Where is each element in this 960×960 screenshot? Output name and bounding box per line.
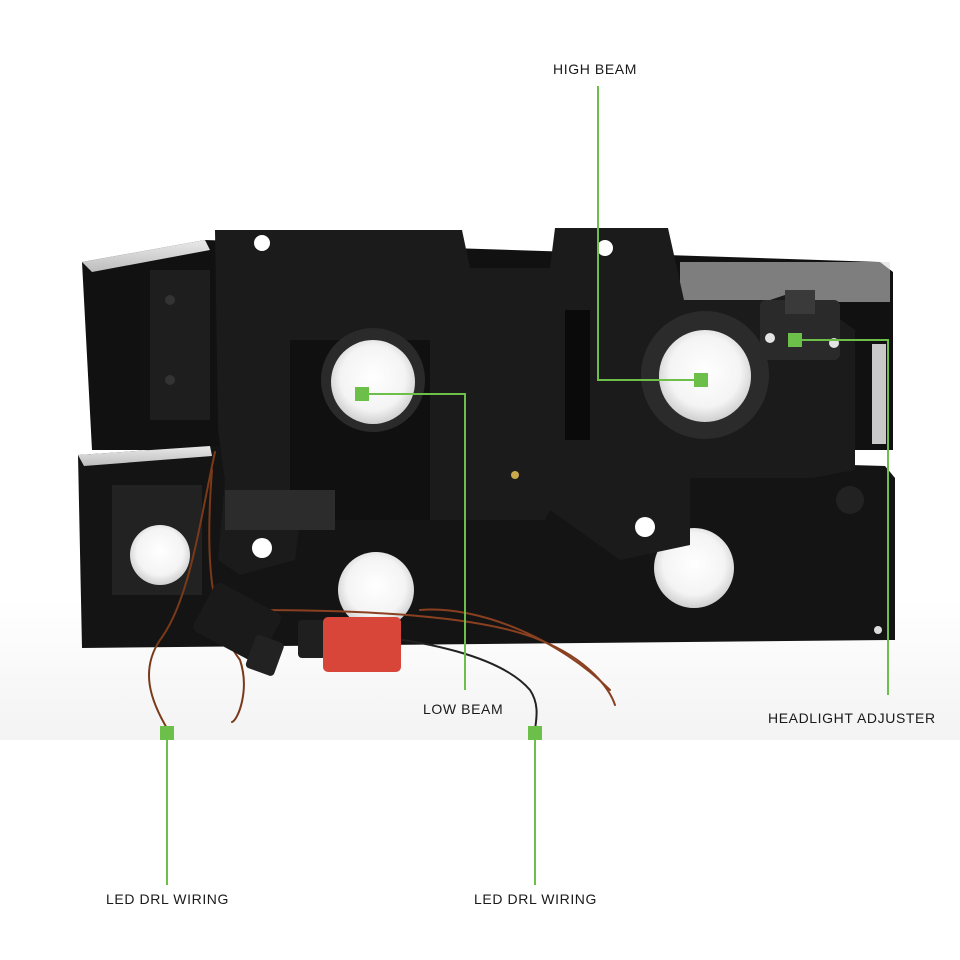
high-beam-label: HIGH BEAM [553,61,637,77]
drl-right-marker [528,726,542,740]
headlight-adjuster-marker [788,333,802,347]
drl-modules [193,582,401,676]
high-beam-leader [597,86,701,381]
led-drl-wiring-left-label: LED DRL WIRING [106,891,230,907]
low-beam-label: LOW BEAM [423,701,504,717]
turn-bulb [338,552,414,628]
low-beam-projector [321,328,425,432]
parking-bulb [130,525,190,585]
low-beam-marker [355,387,369,401]
headlight-adjuster-part [760,290,886,444]
headlight-adjuster-label: HEADLIGHT ADJUSTER [768,710,936,726]
callout-lines [166,86,889,885]
headlight-adjuster-leader [795,339,889,695]
callout-markers [160,333,802,740]
led-drl-wiring-right-label: LED DRL WIRING [474,891,598,907]
drl-control-module [323,617,401,672]
drl-left-marker [160,726,174,740]
low-beam-leader [362,393,466,690]
high-beam-marker [694,373,708,387]
